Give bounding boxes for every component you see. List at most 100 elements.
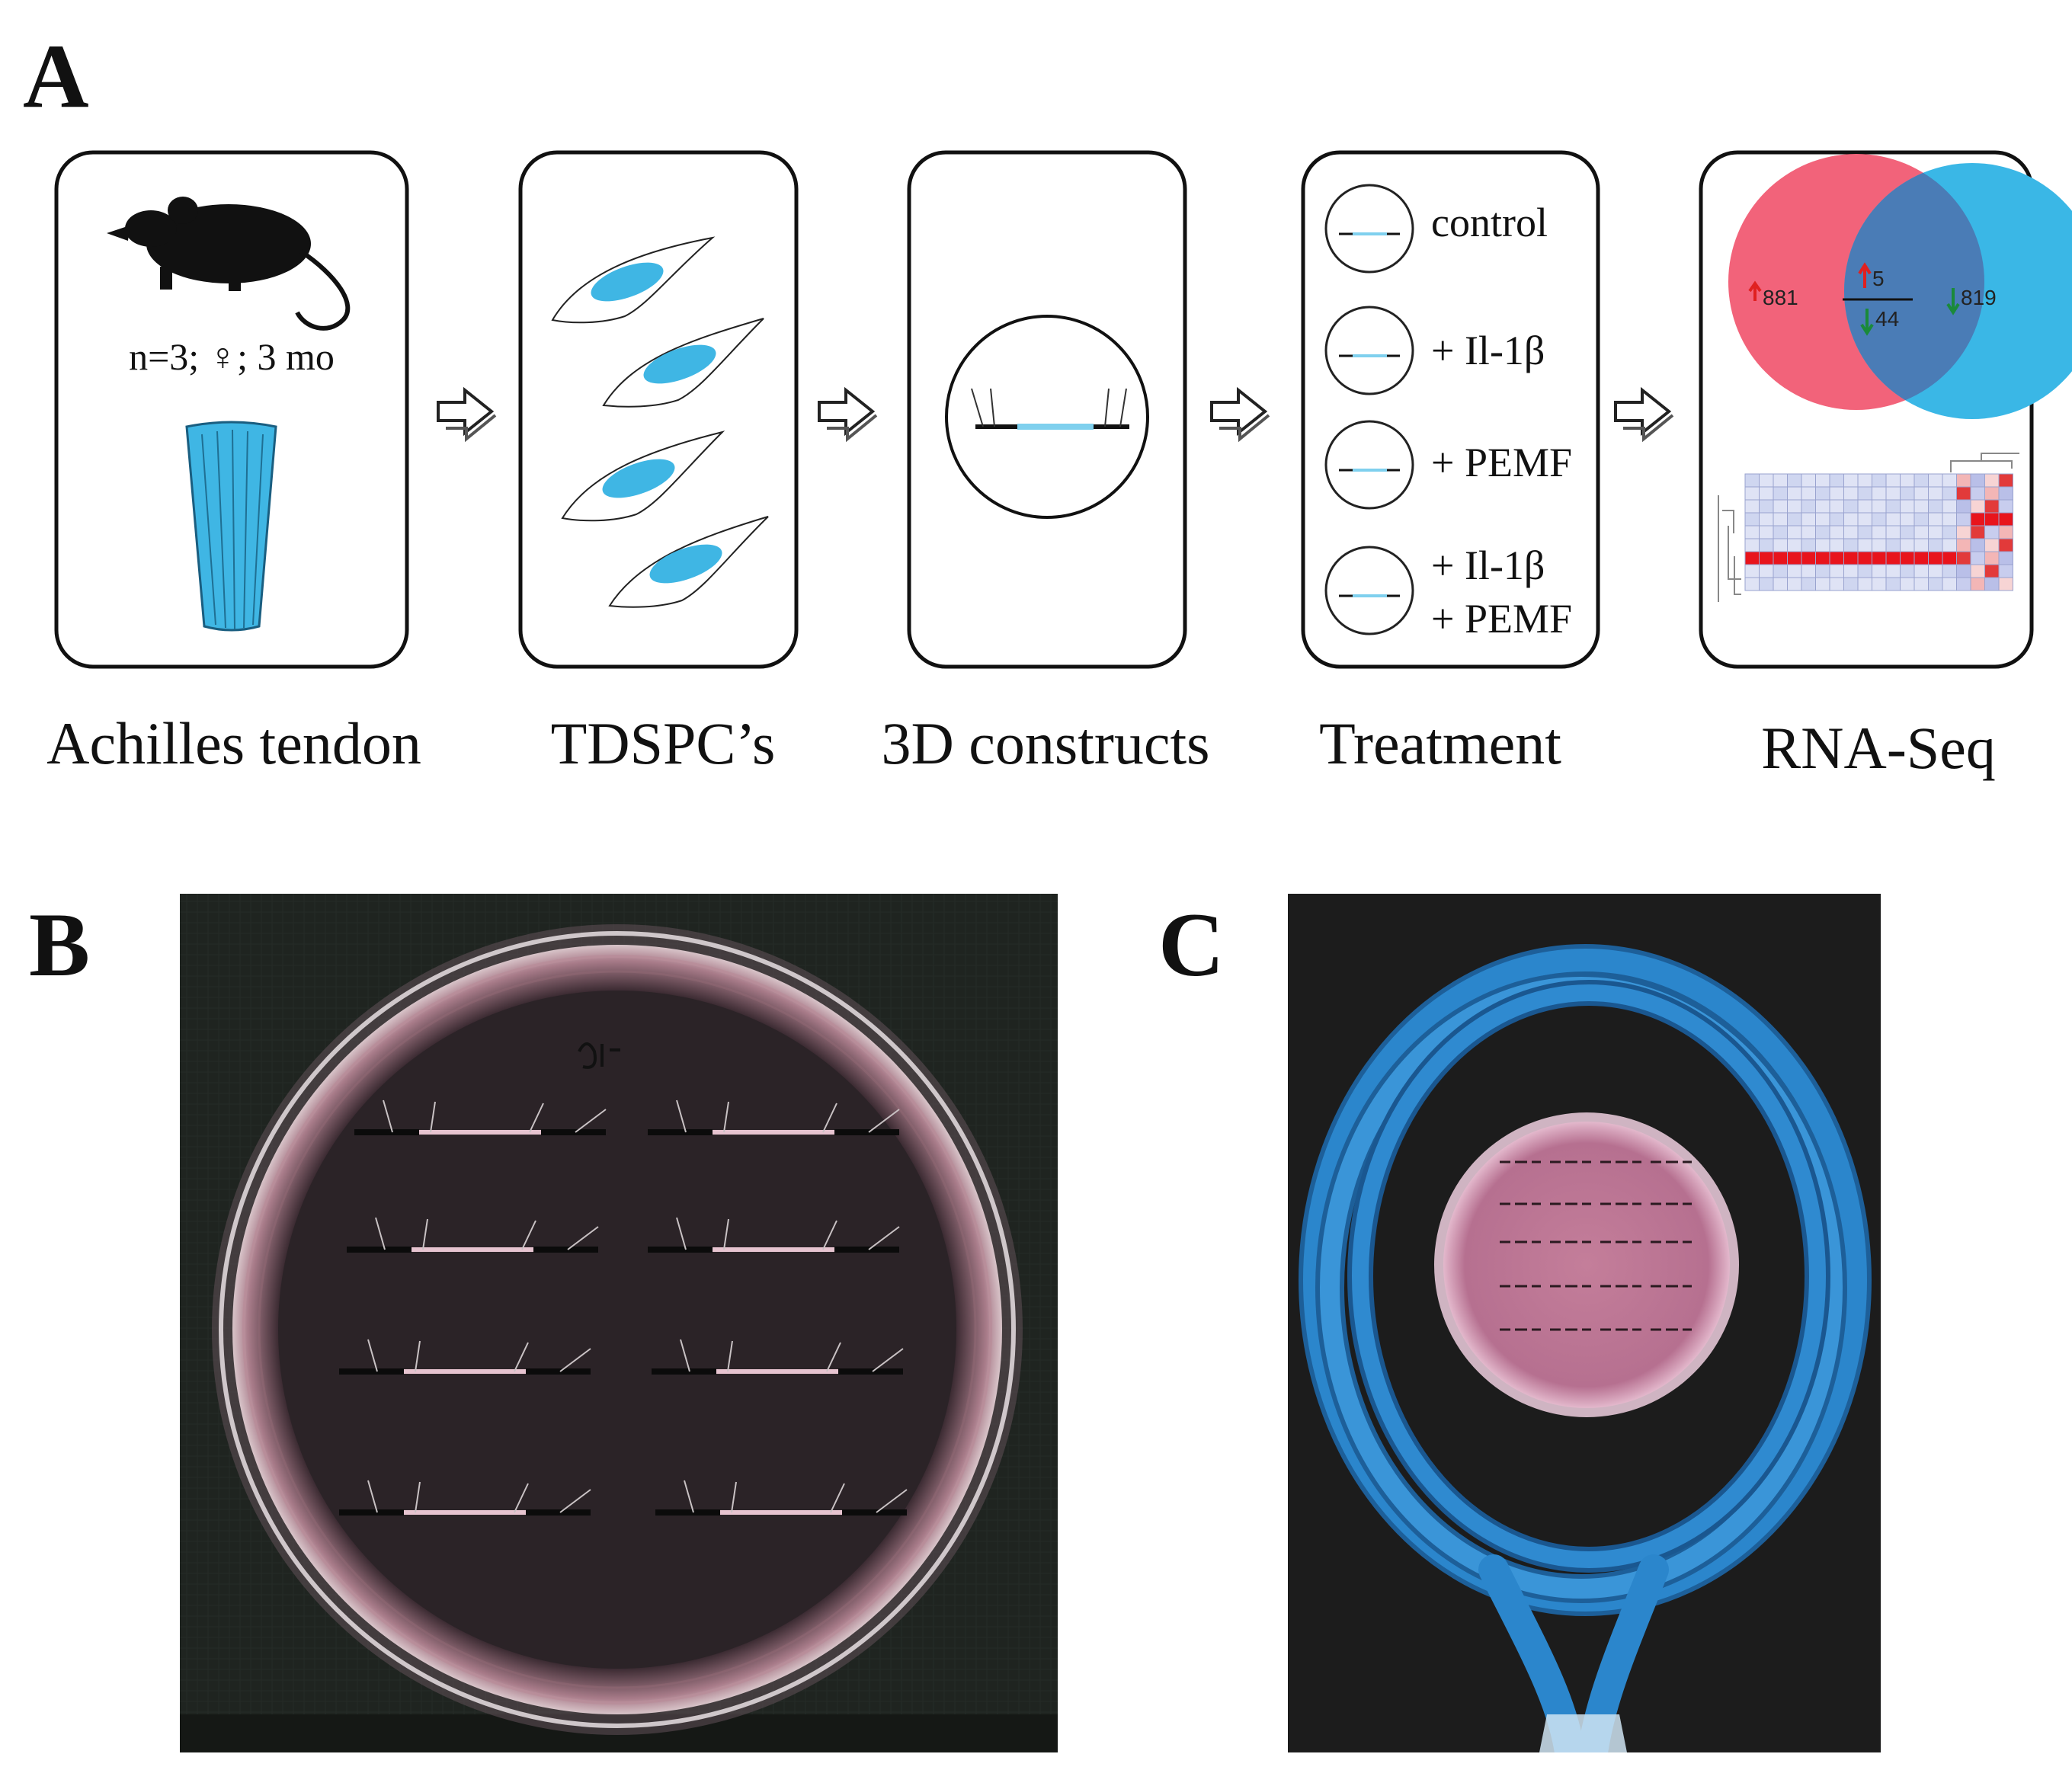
- heatmap-cell: [1787, 512, 1802, 527]
- arrow-icon: [1614, 386, 1674, 443]
- heatmap-cell: [1744, 538, 1760, 552]
- heatmap-cell: [1801, 486, 1816, 501]
- heatmap-cell: [1815, 525, 1830, 539]
- treatment-dish-icon: [1324, 546, 1414, 635]
- heatmap-cell: [1815, 512, 1830, 527]
- heatmap-cell: [1787, 499, 1802, 514]
- heatmap-cell: [1744, 512, 1760, 527]
- heatmap-cell: [1759, 564, 1774, 578]
- heatmap-cell: [1984, 473, 2000, 488]
- heatmap-cell: [1928, 499, 1943, 514]
- heatmap-cell: [1900, 564, 1915, 578]
- heatmap-cell: [1998, 538, 2013, 552]
- heatmap-cell: [1815, 577, 1830, 591]
- heatmap-cell: [1759, 499, 1774, 514]
- heatmap-cell: [1942, 564, 1957, 578]
- heatmap-cell: [1984, 512, 2000, 527]
- heatmap-cell: [1787, 577, 1802, 591]
- heatmap-cell: [1885, 512, 1901, 527]
- heatmap-cell: [1970, 551, 1985, 565]
- heatmap-cell: [1928, 525, 1943, 539]
- heatmap-cell: [1744, 486, 1760, 501]
- heatmap-cell: [1970, 538, 1985, 552]
- heatmap-cell: [1815, 551, 1830, 565]
- heatmap-cell: [1829, 499, 1844, 514]
- sample-text: n=3; ♀; 3 mo: [129, 335, 335, 378]
- heatmap-cell: [1998, 512, 2013, 527]
- panel-label-c: C: [1158, 894, 1225, 995]
- heatmap-cell: [1913, 577, 1929, 591]
- heatmap-cell: [1744, 564, 1760, 578]
- heatmap-cell: [1885, 499, 1901, 514]
- heatmap-cell: [1773, 473, 1788, 488]
- heatmap-cell: [1984, 551, 2000, 565]
- treatment-dish-icon: [1324, 184, 1414, 274]
- heatmap-cell: [1744, 525, 1760, 539]
- down-arrow-icon: [1946, 288, 1960, 315]
- heatmap-cell: [1773, 564, 1788, 578]
- arrow-icon: [818, 386, 878, 443]
- heatmap-cell: [1801, 577, 1816, 591]
- heatmap-cell: [1773, 499, 1788, 514]
- heatmap-cell: [1744, 473, 1760, 488]
- heatmap-cell: [1843, 551, 1859, 565]
- heatmap-cell: [1872, 473, 1887, 488]
- heatmap-cell: [1872, 499, 1887, 514]
- caption-3d-constructs: 3D constructs: [881, 710, 1209, 776]
- heatmap-cell: [1984, 486, 2000, 501]
- heatmap-cell: [1885, 473, 1901, 488]
- heatmap-cell: [1815, 538, 1830, 552]
- heatmap-cell: [1913, 538, 1929, 552]
- photo-petri-dish: [180, 894, 1058, 1752]
- heatmap-cell: [1843, 564, 1859, 578]
- heatmap-cell: [1956, 538, 1971, 552]
- heatmap-cell: [1843, 525, 1859, 539]
- heatmap-cell: [1885, 577, 1901, 591]
- heatmap-cell: [1942, 499, 1957, 514]
- caption-treatment: Treatment: [1319, 710, 1561, 776]
- treatment-label-pemf: + PEMF: [1431, 440, 1572, 485]
- heatmap-cell: [1900, 499, 1915, 514]
- step-box-tdspc: [518, 150, 799, 669]
- heatmap-cell: [1759, 538, 1774, 552]
- heatmap-cell: [1801, 473, 1816, 488]
- tendon-construct: [347, 1217, 599, 1253]
- heatmap-cell: [1857, 564, 1872, 578]
- down-arrow-icon: [1860, 309, 1874, 336]
- treatment-label-il1b: + Il-1β: [1431, 328, 1545, 373]
- heatmap-cell: [1843, 473, 1859, 488]
- heatmap-cell: [1998, 564, 2013, 578]
- heatmap-cell: [1970, 486, 1985, 501]
- heatmap-cell: [1759, 512, 1774, 527]
- caption-rnaseq: RNA-Seq: [1761, 715, 1996, 781]
- heatmap-cell: [1928, 551, 1943, 565]
- heatmap-cell: [1956, 564, 1971, 578]
- caption-achilles: Achilles tendon: [46, 710, 421, 776]
- heatmap-cell: [1913, 473, 1929, 488]
- heatmap-cell: [1998, 525, 2013, 539]
- tendon-construct: [354, 1099, 607, 1135]
- heatmap-cell: [1900, 551, 1915, 565]
- heatmap-cell: [1857, 486, 1872, 501]
- heatmap-cell: [1787, 525, 1802, 539]
- heatmap-cell: [1872, 486, 1887, 501]
- heatmap-cell: [1956, 551, 1971, 565]
- heatmap-cell: [1829, 538, 1844, 552]
- heatmap-cell: [1970, 525, 1985, 539]
- heatmap-cell: [1956, 486, 1971, 501]
- heatmap-cell: [1801, 564, 1816, 578]
- step-box-treatment: control + Il-1β + PEMF + Il-1β + PEMF: [1301, 150, 1600, 669]
- heatmap-cell: [1872, 512, 1887, 527]
- heatmap-cell: [1928, 538, 1943, 552]
- heatmap-cell: [1984, 499, 2000, 514]
- heatmap-cell: [1857, 551, 1872, 565]
- heatmap-cell: [1843, 538, 1859, 552]
- heatmap-cell: [1815, 564, 1830, 578]
- heatmap-cell: [1984, 538, 2000, 552]
- heatmap-cell: [1998, 499, 2013, 514]
- heatmap-cell: [1942, 525, 1957, 539]
- heatmap-cell: [1829, 564, 1844, 578]
- tendon-construct: [652, 1339, 904, 1375]
